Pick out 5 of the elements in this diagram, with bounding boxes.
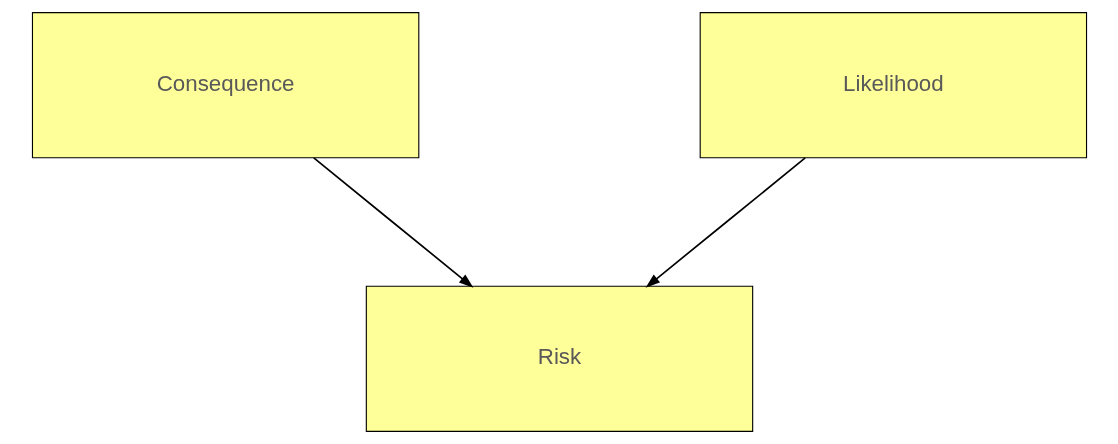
node-box: Consequence — [31, 12, 419, 159]
node-box: Risk — [365, 285, 753, 432]
arrow — [312, 157, 473, 288]
node-box: Likelihood — [699, 12, 1087, 159]
arrow — [645, 157, 806, 288]
